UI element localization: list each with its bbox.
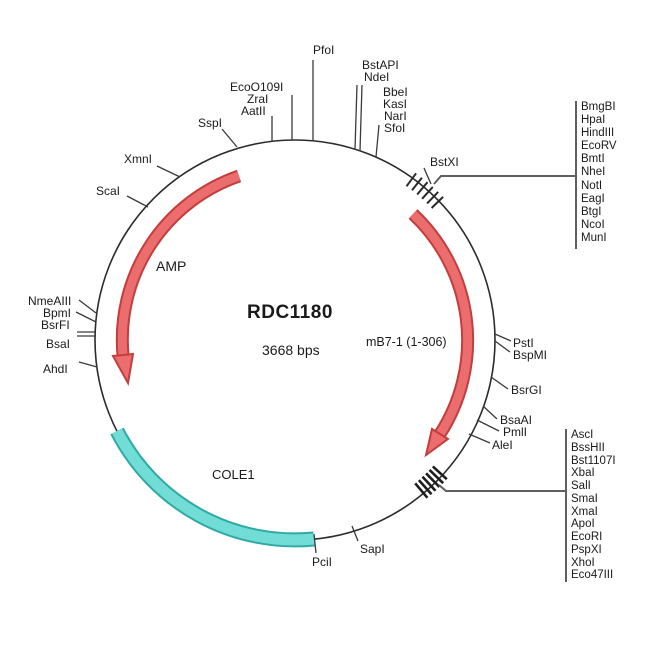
group-site-label: Bst1107I [571,454,616,467]
cole1-feature-arc [112,428,315,546]
site-label-bpmi: BpmI [43,306,72,320]
site-label-zrai: ZraI [247,92,269,106]
site-label-nmeaiii: NmeAIII [28,294,72,308]
group-site-label: NheI [581,166,606,179]
site-label-bsrfi: BsrFI [41,318,70,332]
sapi-leader-line [351,525,359,542]
site-label-alei: AleI [492,438,513,452]
site-label-scai: ScaI [96,184,121,198]
group-site-label: XmaI [571,505,598,518]
nmeaiii-leader-line [78,299,97,314]
site-label-nari: NarI [384,109,407,123]
amp-feature-label: AMP [156,258,187,274]
group-site-label: BmtI [581,153,605,166]
xmni-leader-line [156,165,181,178]
scai-leader-line [126,195,149,208]
bsrgi-leader-line [490,376,509,390]
group-site-label: BssHII [571,441,605,454]
site-label-aatii: AatII [241,104,266,118]
site-label-xmni: XmnI [124,152,153,166]
ndei-leader-line [359,84,363,152]
group-bottom-connector-line [438,484,566,492]
site-label-bsai: BsaI [46,337,71,351]
site-label-psti: PstI [513,336,534,350]
group-site-label: XbaI [571,467,595,480]
pcii-leader-line [313,533,317,554]
bsaai-leader-line [482,405,498,420]
site-group-right-bottom: AscI BssHII Bst1107I XbaI SalI SmaI XmaI… [571,429,616,582]
group-site-label: AscI [571,429,594,441]
site-label-bstxi: BstXI [430,155,459,169]
group-site-label: MunI [581,231,607,244]
bstxi-region-hatch-marks [405,172,444,209]
mb7-feature-arc [409,210,473,437]
cole1-feature-label: COLE1 [212,467,255,482]
site-label-sapi: SapI [360,542,385,556]
site-label-bsaai: BsaAI [500,413,533,427]
plasmid-title: RDC1180 [247,302,333,323]
site-label-pmli: PmlI [503,425,527,439]
site-label-pfoi: PfoI [313,43,335,57]
group-site-label: EcoRI [571,531,603,543]
group-site-label: XhoI [571,556,595,569]
group-site-label: BmgBI [581,101,616,113]
site-group-right-top: BmgBI HpaI HindIII EcoRV BmtI NheI NotI … [581,101,617,245]
group-site-label: SalI [571,480,591,492]
site-label-bspmi: BspMI [513,348,548,362]
amp-feature-arc [117,171,241,356]
group-site-label: Eco47III [571,569,614,582]
site-label-ndei: NdeI [364,70,390,84]
site-label-sspi: SspI [198,116,223,130]
site-label-kasi: KasI [383,97,408,111]
mb7-arrowhead [424,427,450,458]
group-site-label: HindIII [581,127,615,140]
group-site-label: SmaI [571,492,598,505]
group-site-label: EcoRV [581,140,617,153]
mb7-feature-label: mB7-1 (1-306) [366,335,447,349]
pmli-leader-line [476,419,500,432]
site-label-bsrgi: BsrGI [511,383,542,397]
alei-leader-line [468,433,491,444]
bpmi-leader-line [75,311,97,323]
bbei-cluster-leader-line [375,124,380,158]
ahdi-leader-line [78,361,98,368]
site-label-pcii: PciI [312,555,333,569]
site-label-bstapi: BstAPI [362,58,399,72]
amp-arrowhead [111,352,135,386]
sspi-leader-line [221,128,238,148]
site-label-sfoi: SfoI [384,121,406,135]
group-site-label: NotI [581,179,603,192]
group-site-label: PspXI [571,543,602,556]
site-label-ahdi: AhdI [43,362,68,376]
bspmi-leader-line [494,340,511,353]
bstxi-leader-line [423,167,432,185]
group-site-label: ApoI [571,518,595,531]
group-site-label: HpaI [581,114,606,127]
site-label-ecoo109i: EcoO109I [230,80,284,94]
bstapi-leader-line [354,84,358,150]
plasmid-size-label: 3668 bps [262,342,320,358]
group-top-connector-line [433,175,576,185]
group-site-label: EagI [581,192,605,205]
psti-leader-line [494,333,512,342]
group-site-label: NcoI [581,218,605,231]
site-label-bbei: BbeI [383,85,408,99]
mcs-region-hatch-marks [414,465,448,499]
group-site-label: BtgI [581,205,602,218]
